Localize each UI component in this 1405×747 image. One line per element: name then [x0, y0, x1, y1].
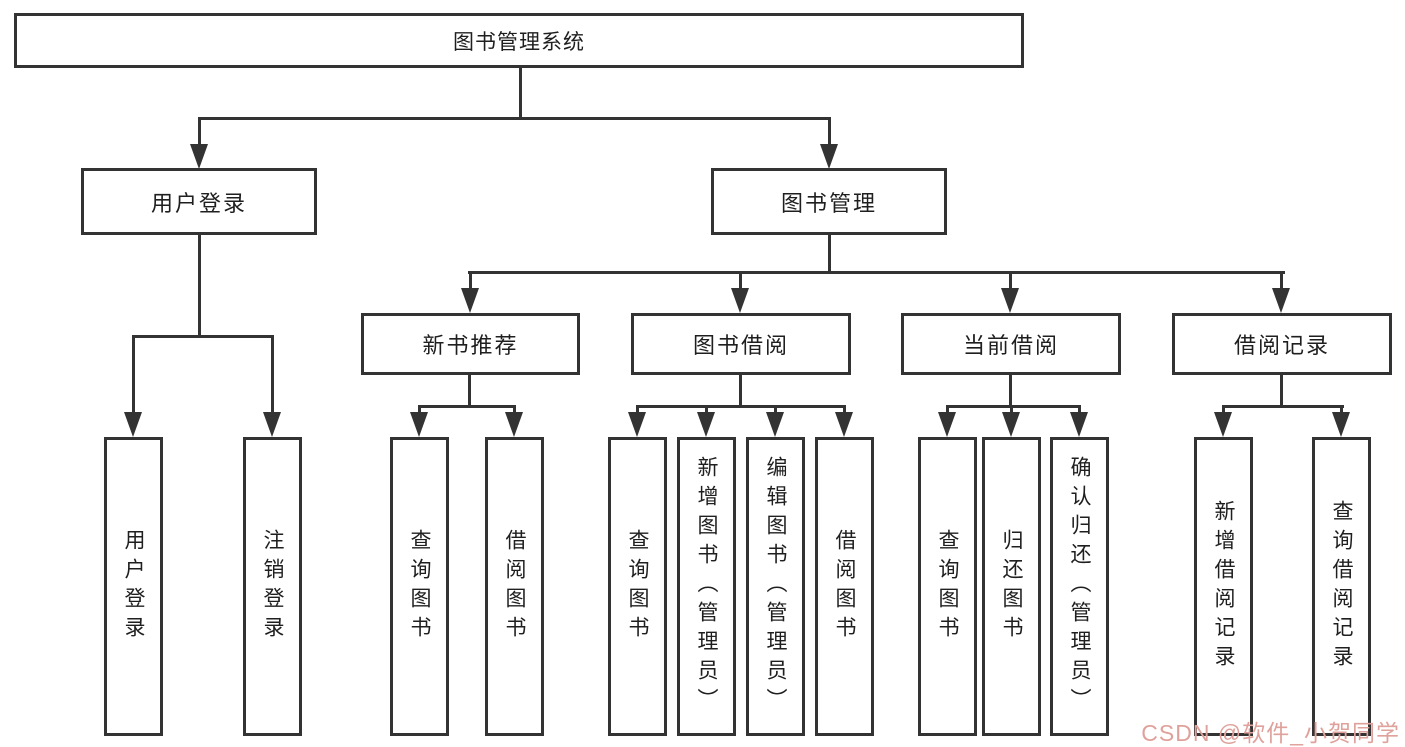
arrowhead-user-login — [190, 144, 208, 169]
node-current-borrow: 当前借阅 — [901, 313, 1121, 375]
connector-to-leaf-logout — [271, 338, 274, 412]
leaf-user-login: 用户登录 — [104, 437, 163, 736]
connector-to-nb-query — [418, 408, 421, 412]
arrowhead-br-query — [1332, 412, 1350, 437]
arrowhead-br-add — [1214, 412, 1232, 437]
node-book-management: 图书管理 — [711, 168, 947, 235]
arrowhead-leaf-login — [124, 412, 142, 437]
connector-to-bb-add — [705, 408, 708, 412]
leaf-record-add: 新增借阅记录 — [1194, 437, 1253, 736]
node-borrow-records: 借阅记录 — [1172, 313, 1392, 375]
arrowhead-bb-add — [697, 412, 715, 437]
csdn-watermark: CSDN @软件_小贺同学 — [1141, 720, 1400, 746]
leaf-current-query: 查询图书 — [918, 437, 977, 736]
arrowhead-nb-query — [410, 412, 428, 437]
connector-to-bb-query — [636, 408, 639, 412]
arrowhead-currentborrow — [1001, 288, 1019, 313]
leaf-borrow-add-admin: 新增图书（管理员） — [677, 437, 736, 736]
connector-bookborrow-branch — [636, 405, 846, 408]
connector-to-br-add — [1222, 408, 1225, 412]
connector-to-borrowrecords — [1280, 274, 1283, 289]
connector-bookmgmt-stem — [828, 235, 831, 271]
connector-newbooks-branch — [418, 405, 516, 408]
connector-to-bookborrow — [739, 274, 742, 289]
connector-userlogin-branch — [132, 335, 274, 338]
connector-bookmgmt-branch — [468, 271, 1285, 274]
leaf-newbook-query: 查询图书 — [390, 437, 449, 736]
connector-bookborrow-stem — [739, 375, 742, 407]
node-root: 图书管理系统 — [14, 13, 1024, 68]
arrowhead-borrowrecords — [1272, 288, 1290, 313]
arrowhead-bb-borrow — [835, 412, 853, 437]
connector-root-stem — [519, 66, 522, 117]
leaf-newbook-borrow: 借阅图书 — [485, 437, 544, 736]
arrowhead-newbooks — [461, 288, 479, 313]
connector-to-br-query — [1340, 408, 1343, 412]
connector-to-bb-edit — [774, 408, 777, 412]
connector-to-bb-borrow — [843, 408, 846, 412]
leaf-borrow-edit-admin: 编辑图书（管理员） — [746, 437, 805, 736]
leaf-current-confirm-admin: 确认归还（管理员） — [1050, 437, 1109, 736]
connector-to-user-login — [198, 120, 201, 144]
connector-to-cb-return — [1010, 408, 1013, 412]
leaf-logout: 注销登录 — [243, 437, 302, 736]
arrowhead-nb-borrow — [505, 412, 523, 437]
connector-to-book-mgmt — [828, 120, 831, 144]
leaf-borrow-query: 查询图书 — [608, 437, 667, 736]
node-user-login: 用户登录 — [81, 168, 317, 235]
connector-newbooks-stem — [468, 375, 471, 407]
connector-to-cb-query — [946, 408, 949, 412]
node-new-book-recommend: 新书推荐 — [361, 313, 580, 375]
connector-to-currentborrow — [1009, 274, 1012, 289]
connector-borrowrecords-branch — [1222, 405, 1344, 408]
connector-borrowrecords-stem — [1280, 375, 1283, 407]
leaf-current-return: 归还图书 — [982, 437, 1041, 736]
arrowhead-cb-return — [1002, 412, 1020, 437]
connector-currentborrow-stem — [1009, 375, 1012, 407]
arrowhead-book-mgmt — [820, 144, 838, 169]
arrowhead-bb-edit — [766, 412, 784, 437]
connector-currentborrow-branch — [946, 405, 1081, 408]
arrowhead-cb-query — [938, 412, 956, 437]
node-book-borrow: 图书借阅 — [631, 313, 851, 375]
arrowhead-cb-confirm — [1070, 412, 1088, 437]
connector-root-branch — [198, 117, 831, 120]
arrowhead-leaf-logout — [263, 412, 281, 437]
connector-to-leaf-login — [132, 338, 135, 412]
arrowhead-bb-query — [628, 412, 646, 437]
arrowhead-bookborrow — [731, 288, 749, 313]
connector-to-newbooks — [469, 274, 472, 289]
connector-to-nb-borrow — [513, 408, 516, 412]
connector-to-cb-confirm — [1078, 408, 1081, 412]
connector-userlogin-stem — [198, 235, 201, 335]
leaf-borrow-borrow: 借阅图书 — [815, 437, 874, 736]
leaf-record-query: 查询借阅记录 — [1312, 437, 1371, 736]
